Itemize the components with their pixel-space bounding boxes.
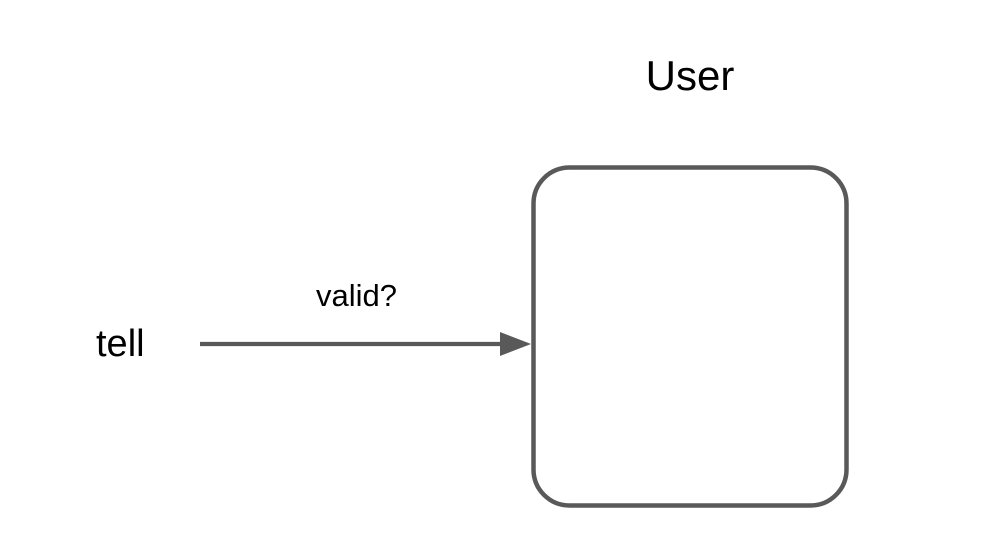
tell-edge-label: valid? (316, 278, 397, 313)
tell-source-label: tell (96, 323, 145, 365)
user-node-shape[interactable] (531, 165, 849, 508)
tell-edge-arrowhead (500, 332, 531, 356)
user-node-title: User (645, 52, 735, 99)
